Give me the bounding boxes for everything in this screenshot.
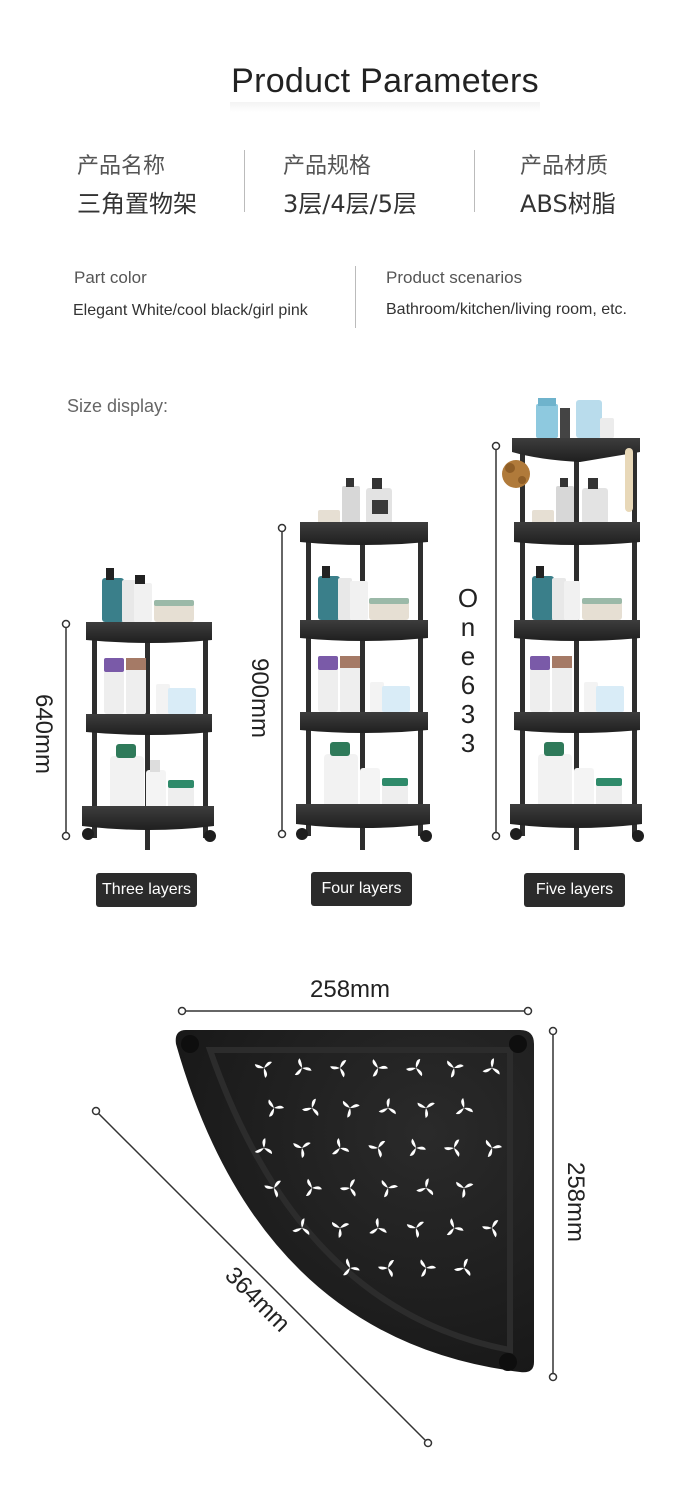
product-scenarios-value: Bathroom/kitchen/living room, etc.: [386, 301, 627, 318]
drain-hole: [482, 1220, 499, 1238]
spec-divider-1: [244, 150, 245, 212]
spec-divider-2: [474, 150, 475, 212]
part-color-value: Elegant White/cool black/girl pink: [73, 302, 308, 319]
four-layers-badge: Four layers: [311, 872, 412, 906]
drain-hole: [368, 1140, 386, 1158]
shelf-width-label: 258mm: [310, 976, 391, 1003]
drain-hole: [455, 1098, 474, 1115]
racks-illustration: [61, 398, 644, 850]
drain-hole: [292, 1218, 310, 1235]
drain-hole: [417, 1102, 435, 1118]
size-display-label: Size display:: [67, 396, 169, 416]
drain-hole: [420, 1259, 436, 1277]
rack-five-height: O n e 6 3 3: [457, 583, 479, 758]
drain-hole: [446, 1218, 464, 1236]
drain-hole: [444, 1139, 460, 1157]
page-title: Product Parameters: [231, 62, 539, 100]
shelf-top-view: [91, 1006, 558, 1448]
part-color-label: Part color: [74, 268, 147, 287]
spec-size-label: 产品规格: [283, 154, 372, 179]
spec-material-value: ABS树脂: [520, 190, 616, 218]
drain-hole: [264, 1180, 281, 1198]
drain-hole: [482, 1058, 500, 1075]
spec-material-label: 产品材质: [520, 154, 609, 179]
drain-hole: [254, 1138, 272, 1155]
detail-divider: [355, 266, 356, 328]
drain-hole: [378, 1098, 396, 1115]
rack-three-layers: [61, 568, 216, 850]
rack-five-layers: [491, 398, 644, 850]
five-layers-badge: Five layers: [524, 873, 625, 907]
drain-hole: [332, 1138, 350, 1155]
rack-four-layers: [277, 478, 432, 850]
spec-name-value: 三角置物架: [77, 190, 197, 218]
drain-hole: [268, 1099, 284, 1117]
drain-hole: [372, 1059, 388, 1077]
drain-hole: [447, 1060, 464, 1078]
drain-hole: [456, 1181, 474, 1198]
rack-four-height: 900mm: [246, 657, 273, 739]
drain-hole: [416, 1178, 434, 1196]
drain-hole: [342, 1100, 360, 1118]
product-scenarios-label: Product scenarios: [386, 268, 523, 287]
spec-name-label: 产品名称: [77, 154, 166, 179]
drain-hole: [293, 1142, 311, 1158]
shelf-depth-label: 258mm: [562, 1161, 589, 1243]
drain-hole: [378, 1260, 395, 1278]
drain-hole: [330, 1060, 347, 1078]
drain-hole: [485, 1139, 502, 1158]
drain-hole: [254, 1061, 272, 1078]
drain-hole: [340, 1179, 356, 1197]
drain-hole: [302, 1098, 319, 1116]
rack-three-height: 640mm: [30, 693, 57, 775]
drain-hole: [343, 1258, 360, 1276]
drain-hole: [305, 1178, 322, 1196]
drain-hole: [409, 1138, 426, 1156]
three-layers-badge: Three layers: [96, 873, 197, 907]
drain-hole: [406, 1221, 424, 1238]
drain-hole: [454, 1258, 471, 1276]
drain-hole: [332, 1221, 350, 1238]
title-underglow: [230, 102, 540, 112]
drain-hole: [406, 1058, 423, 1077]
drain-hole: [381, 1180, 398, 1198]
drain-hole: [294, 1058, 312, 1076]
spec-size-value: 3层/4层/5层: [283, 190, 417, 218]
drain-hole: [369, 1218, 387, 1234]
